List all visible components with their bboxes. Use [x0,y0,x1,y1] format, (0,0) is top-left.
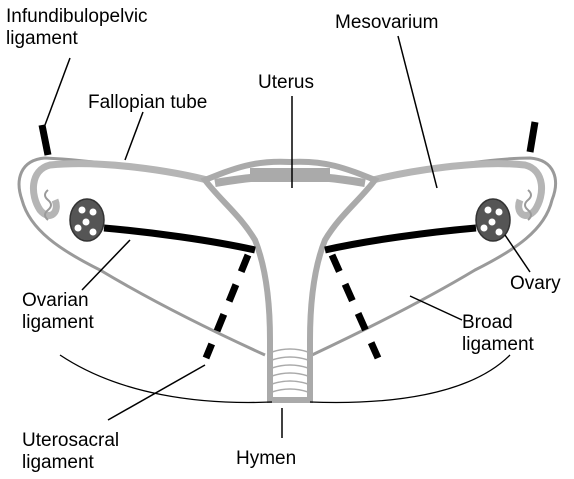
leader-mesovarium [398,36,437,188]
leader-broad-ligament [410,296,462,320]
label-ovarian-ligament: Ovarian ligament [22,290,94,334]
leader-ovary [505,235,530,272]
ovary-left [70,199,104,241]
label-uterus: Uterus [258,72,314,94]
infundibulopelvic-ligament-right [530,122,535,152]
ovarian-ligament-left [104,228,255,250]
uterosacral-ligament-left [206,255,248,358]
infundibulopelvic-ligament-left [42,125,48,155]
leader-infundibulopelvic [45,58,70,125]
label-broad-ligament: Broad ligament [462,312,534,356]
label-uterosacral-ligament: Uterosacral ligament [22,430,119,474]
leader-uterosacral [108,365,205,420]
ovary-right [476,199,510,241]
label-fallopian-tube: Fallopian tube [88,92,207,114]
leader-fallopian-tube [125,112,143,160]
label-mesovarium: Mesovarium [335,12,438,34]
ovarian-ligament-right [325,228,476,250]
fallopian-tube-left [33,164,215,216]
fallopian-tube-right [365,164,542,216]
label-hymen: Hymen [236,448,296,470]
uterine-fundus-thick [250,168,330,182]
label-infundibulopelvic: Infundibulopelvic ligament [6,6,148,50]
label-ovary: Ovary [510,273,561,295]
pelvic-floor-left [60,355,272,402]
pelvic-floor-right [310,355,510,402]
